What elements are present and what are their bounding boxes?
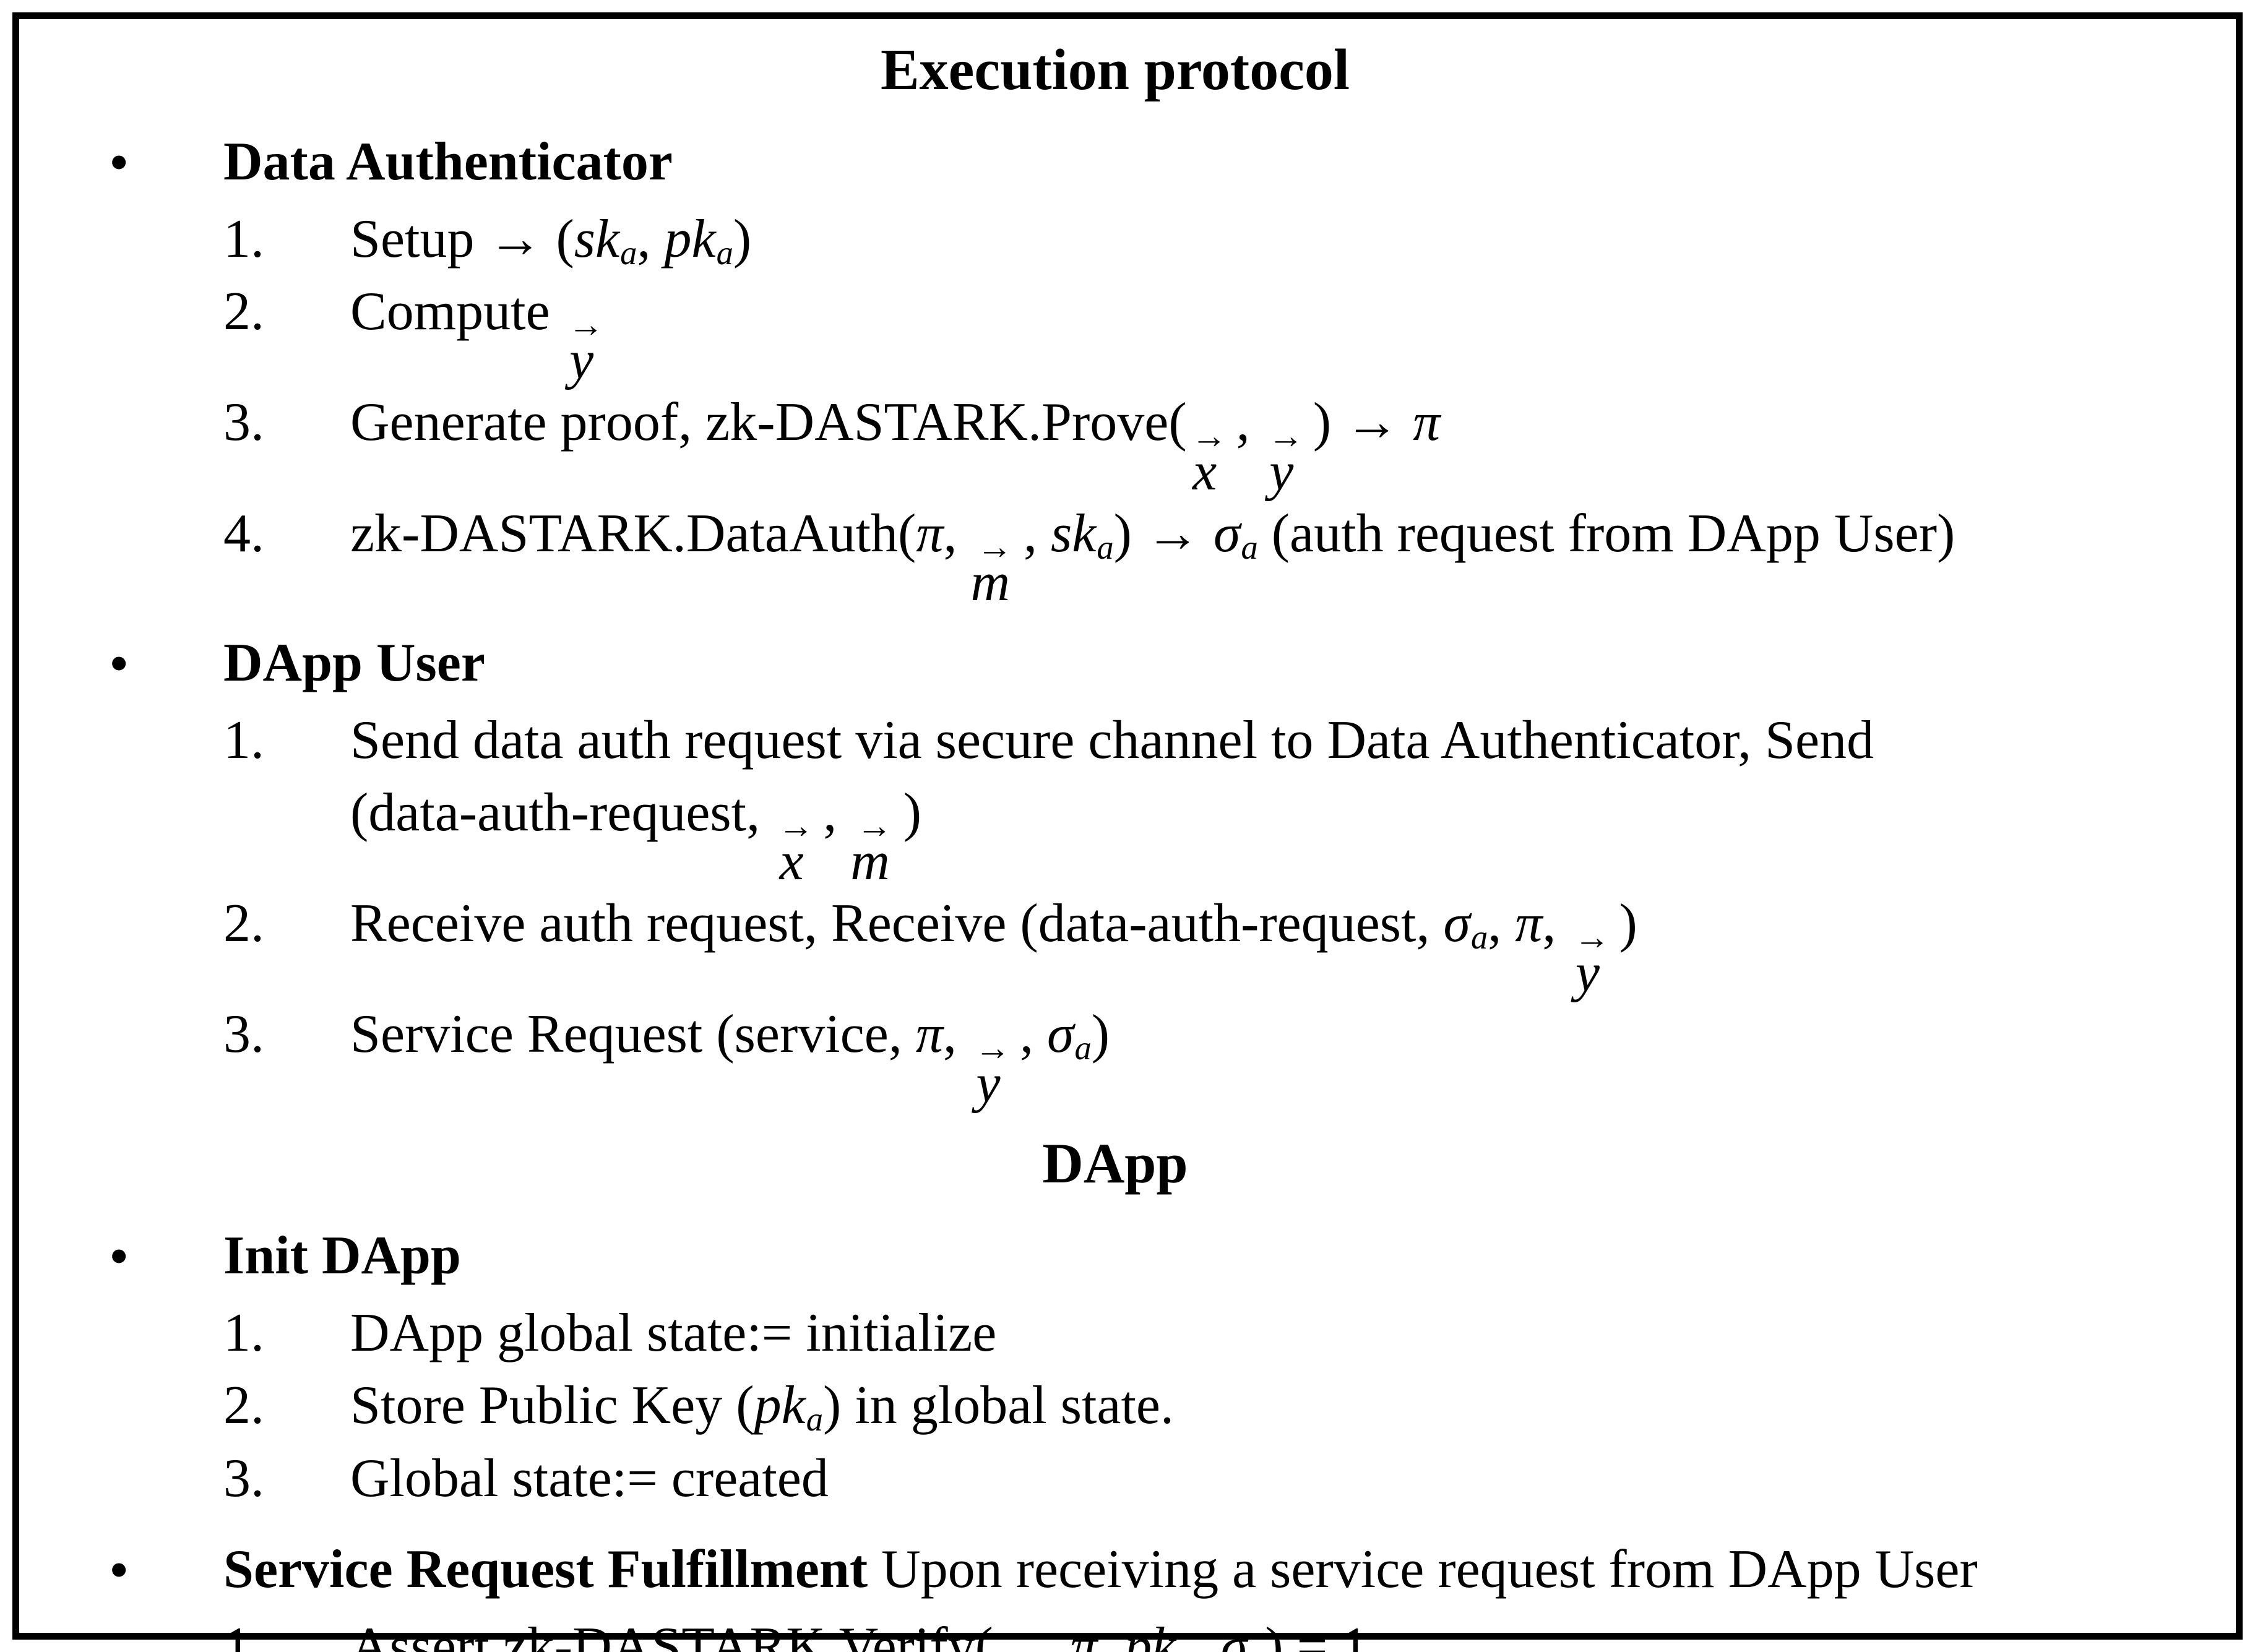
protocol-section-header: • Data Authenticator (19, 126, 2211, 198)
figure-title: Execution protocol (880, 38, 1350, 102)
protocol-step: 3. Service Request (service, π, →y , σa) (19, 998, 2211, 1114)
vector-arrow-icon: → (974, 1027, 1011, 1068)
dapp-heading: DApp (1042, 1131, 1188, 1195)
vector-arrow-icon: → (1267, 415, 1304, 456)
vector-symbol: →m (970, 526, 1013, 613)
protocol-step: 4. zk-DASTARK.DataAuth(π, →m , ska) → σa … (19, 497, 2211, 613)
vector-arrow-icon: → (856, 806, 892, 846)
protocol-step: 1. Assert zk-DASTARK.Verify(→y , π, pka, … (19, 1611, 2211, 1652)
step-text: Generate proof, zk-DASTARK.Prove(→x , →y… (350, 392, 1441, 502)
bullet-icon: • (109, 632, 129, 695)
section-title: DApp User (223, 632, 485, 693)
protocol-step: 1. Send data auth request via secure chan… (19, 704, 2211, 892)
vector-symbol: →m (850, 806, 892, 892)
vector-arrow-icon: → (1574, 916, 1610, 957)
step-text: Setup → (ska, pka) (350, 209, 752, 272)
vector-symbol: →y (567, 304, 604, 391)
step-text: Global state:= created (350, 1448, 829, 1508)
step-number: 4. (223, 503, 264, 564)
step-text: Compute →y (350, 282, 604, 391)
step-number: 1. (223, 710, 264, 770)
step-number: 3. (223, 392, 264, 453)
protocol-step: 2. Compute →y (19, 275, 2211, 391)
protocol-step: 3. Global state:= created (19, 1442, 2211, 1515)
vector-arrow-icon: → (778, 806, 814, 846)
step-text: Store Public Key (pka) in global state. (350, 1375, 1174, 1439)
section-title: Service Request Fulfillment Upon receivi… (223, 1539, 1978, 1599)
step-number: 1. (223, 1303, 264, 1364)
protocol-section-header: • Init DApp (19, 1220, 2211, 1292)
step-number: 2. (223, 1375, 264, 1436)
bullet-icon: • (109, 130, 129, 194)
step-number: 1. (223, 1616, 264, 1652)
step-number: 1. (223, 209, 264, 269)
protocol-step: 2. Store Public Key (pka) in global state… (19, 1369, 2211, 1442)
bullet-icon: • (109, 1538, 129, 1601)
protocol-box: Execution protocol • Data Authenticator 1.… (12, 12, 2243, 1652)
step-text: zk-DASTARK.DataAuth(π, →m , ska) → σa (a… (350, 503, 1955, 613)
protocol-section-header: • Service Request Fulfillment Upon receiv… (19, 1533, 2211, 1606)
vector-arrow-icon: → (1191, 415, 1227, 456)
vector-symbol: →y (1574, 916, 1610, 1003)
protocol-section-header: • DApp User (19, 627, 2211, 699)
step-number: 2. (223, 893, 264, 954)
step-text: DApp global state:= initialize (350, 1303, 997, 1364)
vector-symbol: →y (974, 1027, 1011, 1114)
step-number: 2. (223, 282, 264, 342)
vector-symbol: →y (1267, 415, 1304, 502)
vector-arrow-icon: → (998, 1642, 1033, 1652)
protocol-step: 3. Generate proof, zk-DASTARK.Prove(→x , … (19, 386, 2211, 502)
vector-symbol: →x (778, 806, 814, 892)
vector-arrow-icon: → (977, 526, 1013, 567)
step-number: 3. (223, 1004, 264, 1065)
protocol-step: 1. Setup → (ska, pka) (19, 203, 2211, 276)
step-text: Service Request (service, π, →y , σa) (350, 1004, 1110, 1114)
protocol-step: 1. DApp global state:= initialize (19, 1297, 2211, 1369)
vector-arrow-icon: → (567, 304, 604, 345)
vector-symbol: →x (1191, 415, 1227, 502)
step-text: Assert zk-DASTARK.Verify(→y , π, pka, σa… (350, 1617, 1368, 1652)
section-title: Init DApp (223, 1226, 461, 1286)
section-title: Data Authenticator (223, 131, 673, 192)
step-text: Receive auth request, Receive (data-auth… (350, 893, 1637, 1003)
protocol-step: 2. Receive auth request, Receive (data-au… (19, 887, 2211, 1003)
step-text: Send data auth request via secure channe… (350, 710, 1874, 892)
step-number: 3. (223, 1448, 264, 1508)
bullet-icon: • (109, 1224, 129, 1288)
